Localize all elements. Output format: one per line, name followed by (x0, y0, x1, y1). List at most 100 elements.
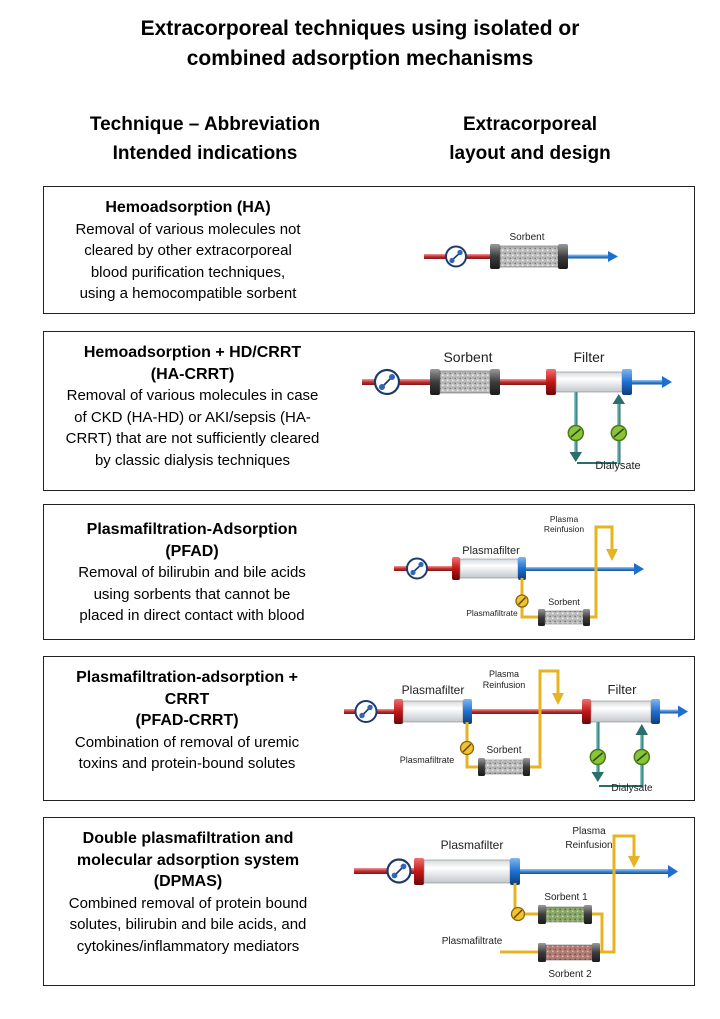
dialysate-label: Dialysate (611, 783, 653, 794)
plasma-reinfusion-line (530, 669, 560, 769)
panel-1-desc-line-1: Removal of various molecules not (75, 220, 301, 238)
plasmafilter-cartridge (452, 557, 526, 580)
panel-5-title-line-1: Double plasmafiltration and (82, 830, 294, 847)
panel-4-title-line-3: (PFAD-CRRT) (135, 712, 239, 729)
plasmafiltrate-label: Plasmafiltrate (400, 755, 455, 765)
blood-line-return (660, 709, 680, 714)
panel-5-desc-line-2: solutes, bilirubin and bile acids, and (69, 916, 307, 933)
reinfusion-label: Reinfusion (544, 524, 584, 534)
panel-4-desc-line-2: toxins and protein-bound solutes (78, 755, 296, 772)
panel-4-title-line-2: CRRT (164, 690, 210, 708)
sorbent-1-label: Sorbent 1 (544, 892, 588, 903)
reinfusion-arrow-icon (606, 549, 618, 561)
plasma-label: Plasma (550, 514, 579, 524)
panel-5-text: Double plasmafiltration and molecular ad… (44, 828, 332, 957)
panel-3-desc-line-3: placed in direct contact with blood (79, 607, 305, 624)
dialysate-up-arrow-icon (612, 394, 625, 404)
panel-1-desc-line-4: using a hemocompatible sorbent (79, 285, 297, 302)
dialysate-connector (577, 462, 617, 464)
dialysate-pump-1-icon (589, 748, 607, 766)
filter-label: Filter (573, 349, 604, 365)
blood-line-return (568, 254, 610, 259)
plasmafiltrate-line (520, 578, 538, 619)
panel-3-desc-line-2: using sorbents that cannot be (93, 585, 291, 603)
dialysate-down-arrow-icon (591, 772, 604, 782)
blood-pump-icon (445, 245, 467, 268)
plasmafilter-label: Plasmafilter (441, 838, 504, 852)
panel-1-title-line-1: Hemoadsorption (HA) (105, 199, 271, 216)
plasma-reinfusion-line (590, 525, 614, 619)
blood-pump-icon (354, 700, 378, 723)
panel-pfad: Plasmafiltration-Adsorption (PFAD) Remov… (43, 504, 695, 640)
flow-arrow-icon (662, 376, 672, 388)
panel-5-desc-line-3: cytokines/inflammatory mediators (76, 937, 300, 955)
panel-3-text: Plasmafiltration-Adsorption (PFAD) Remov… (44, 519, 340, 627)
panel-5-title-line-3: (DPMAS) (153, 873, 223, 890)
title-line-1: Extracorporeal techniques using isolated… (140, 17, 580, 40)
sorbent-cartridge (430, 369, 500, 395)
blood-pump-icon (373, 368, 401, 396)
flow-arrow-icon (668, 865, 678, 878)
panel-2-circuit-diagram: Sorbent Filter Dialysate (362, 349, 672, 472)
panel-2-desc-line-4: by classic dialysis techniques (94, 451, 291, 469)
sorbent-2-label: Sorbent 2 (548, 969, 592, 980)
blood-pump-icon (386, 858, 412, 884)
panel-hemoadsorption: Hemoadsorption (HA) Removal of various m… (43, 186, 695, 314)
dialysate-out-line (574, 392, 578, 454)
plasma-reinfusion-line (600, 834, 636, 954)
plasmafiltrate-label: Plasmafiltrate (466, 608, 518, 618)
left-column-header: Technique – Abbreviation Intended indica… (60, 110, 350, 168)
page-title: Extracorporeal techniques using isolated… (0, 14, 720, 74)
panel-3-title-line-1: Plasmafiltration-Adsorption (86, 521, 298, 538)
dialysate-label: Dialysate (595, 460, 640, 472)
sorbent-1-cartridge (538, 905, 592, 924)
sorbent-cartridge (538, 609, 590, 626)
dialysate-pump-2-icon (633, 748, 651, 766)
sorbent-label: Sorbent (486, 745, 521, 756)
reinfusion-label: Reinfusion (483, 680, 526, 690)
reinfusion-arrow-icon (628, 856, 640, 868)
plasmafilter-cartridge (414, 858, 520, 885)
panel-2-desc-line-3: CRRT) that are not sufficiently cleared (65, 430, 320, 447)
panel-4-title-line-1: Plasmafiltration-adsorption + (76, 669, 298, 686)
panel-2-title-line-2: (HA-CRRT) (150, 365, 235, 383)
right-header-line-2: layout and design (449, 143, 611, 164)
blood-line-in (354, 868, 414, 874)
flow-arrow-icon (608, 251, 618, 262)
panel-2-title-line-1: Hemoadsorption + HD/CRRT (83, 344, 302, 361)
plasmafiltrate-pump-icon (515, 594, 529, 608)
dialysate-up-arrow-icon (635, 724, 648, 735)
plasmafiltrate-label: Plasmafiltrate (442, 936, 503, 947)
panel-5-desc-line-1: Combined removal of protein bound (68, 894, 308, 912)
reinfusion-label: Reinfusion (565, 840, 612, 851)
flow-arrow-icon (634, 563, 644, 575)
filter-cartridge (582, 699, 660, 724)
filter-label: Filter (608, 682, 638, 697)
panel-1-desc-line-2: cleared by other extracorporeal (84, 242, 292, 259)
panel-2-desc-line-1: Removal of various molecules in case (66, 387, 319, 404)
sorbent-label: Sorbent (548, 597, 580, 607)
panel-3-circuit-diagram: Plasma Reinfusion Plasmafilter Plasmafil… (394, 514, 644, 626)
sorbent-label: Sorbent (509, 232, 544, 243)
dialysate-down-arrow-icon (569, 452, 582, 462)
blood-pump-icon (406, 557, 428, 580)
sorbent-label: Sorbent (443, 349, 492, 365)
plasmafiltrate-pump-icon (510, 906, 526, 922)
left-header-line-1: Technique – Abbreviation (89, 114, 321, 135)
dialysate-pump-1-icon (567, 424, 585, 442)
panel-dpmas: Double plasmafiltration and molecular ad… (43, 817, 695, 986)
panel-4-text: Plasmafiltration-adsorption + CRRT (PFAD… (44, 667, 330, 775)
plasmafilter-label: Plasmafilter (402, 683, 465, 697)
left-header-line-2: Intended indications (112, 143, 298, 164)
dialysate-pump-2-icon (610, 424, 628, 442)
panel-5-circuit-diagram: Plasma Reinfusion Plasmafilter Sorbent 1… (354, 826, 678, 980)
panel-4-circuit-diagram: Plasma Reinfusion Plasmafilter Filter Pl… (344, 669, 688, 794)
panel-3-desc-line-1: Removal of bilirubin and bile acids (78, 564, 306, 581)
reinfusion-arrow-icon (552, 693, 564, 705)
panel-5-title-line-2: molecular adsorption system (76, 851, 300, 869)
panel-2-text: Hemoadsorption + HD/CRRT (HA-CRRT) Remov… (44, 342, 341, 471)
panel-1-circuit-diagram: Sorbent (424, 232, 618, 269)
plasma-label: Plasma (489, 669, 519, 679)
panel-3-title-line-2: (PFAD) (165, 542, 219, 560)
panel-2-desc-line-2: of CKD (HA-HD) or AKI/sepsis (HA- (74, 408, 311, 426)
